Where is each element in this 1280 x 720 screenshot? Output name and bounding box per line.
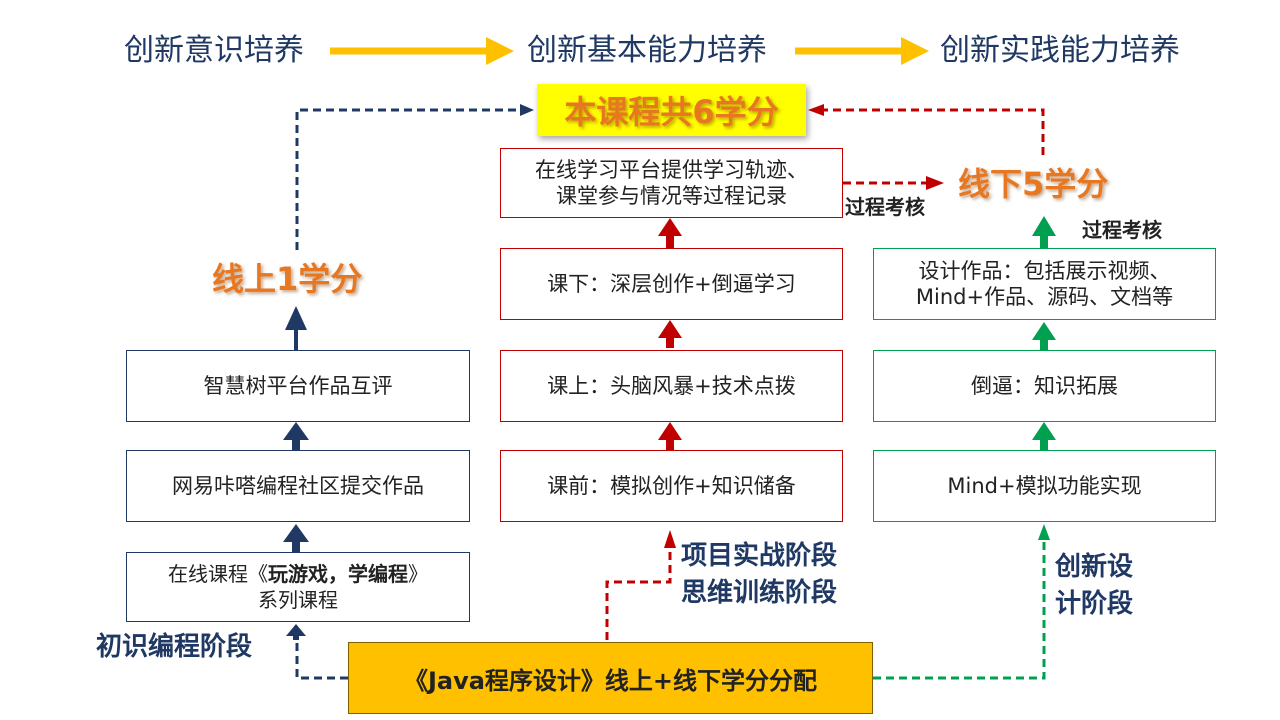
mid-box-before-class: 课前：模拟创作+知识储备 [500,450,843,522]
left-box-submit-work: 网易咔嗒编程社区提交作品 [126,450,470,522]
right-box-mind-plus-text: Mind+模拟功能实现 [947,474,1142,498]
left-box-submit-work-text: 网易咔嗒编程社区提交作品 [172,474,424,498]
online-to-total-connector [295,108,520,250]
mid-box-after-class: 课下：深层创作+倒逼学习 [500,248,843,320]
left-box-peer-review: 智慧树平台作品互评 [126,350,470,422]
bottom-to-left-connector [295,640,348,680]
flow-stage-1: 创新意识培养 [124,33,304,68]
right-box-design-work: 设计作品：包括展示视频、 Mind+作品、源码、文档等 [873,248,1216,320]
mid-box-learning-records-line1: 在线学习平台提供学习轨迹、 [535,158,808,182]
right-box-design-work-line2: Mind+作品、源码、文档等 [915,285,1174,309]
flow-stage-3: 创新实践能力培养 [940,33,1180,68]
course-prefix: 在线课程《 [168,562,268,586]
stage-initial-label: 初识编程阶段 [96,632,253,662]
process-eval-label-right: 过程考核 [1082,218,1162,242]
process-eval-label-mid: 过程考核 [845,195,925,219]
mid-box-after-class-text: 课下：深层创作+倒逼学习 [547,272,796,296]
bottom-to-mid-connector [605,545,672,640]
credit-allocation-text: 《Java程序设计》线上+线下学分分配 [403,666,818,695]
mid-box-learning-records-line2: 课堂参与情况等过程记录 [556,184,787,208]
left-arrows [283,306,309,640]
left-box-peer-review-text: 智慧树平台作品互评 [203,374,393,398]
mid-box-in-class: 课上：头脑风暴+技术点拨 [500,350,843,422]
right-box-knowledge-expand-text: 倒逼：知识拓展 [971,374,1118,398]
stage-project-label-1: 项目实战阶段 [681,541,838,571]
online-credit-label: 线上1学分 [212,260,363,298]
bottom-to-right-connector [873,540,1046,680]
mid-box-learning-records: 在线学习平台提供学习轨迹、 课堂参与情况等过程记录 [500,148,843,218]
left-box-online-course-line1: 在线课程《玩游戏，学编程》 [168,561,428,587]
mid-arrows [658,218,682,450]
mid-box-before-class-text: 课前：模拟创作+知识储备 [547,474,796,498]
course-suffix: 》 [408,562,428,586]
right-box-knowledge-expand: 倒逼：知识拓展 [873,350,1216,422]
total-credit-box: 本课程共6学分 [537,84,806,136]
offline-credit-label: 线下5学分 [958,165,1109,203]
right-arrows [1032,216,1056,450]
course-title: 玩游戏，学编程 [268,562,408,586]
flow-stage-2: 创新基本能力培养 [527,33,767,68]
right-box-design-work-line1: 设计作品：包括展示视频、 [918,259,1171,283]
stage-innovation-label-1: 创新设 [1055,552,1134,582]
left-box-online-course: 在线课程《玩游戏，学编程》 系列课程 [126,552,470,622]
right-box-mind-plus: Mind+模拟功能实现 [873,450,1216,522]
left-box-online-course-line2: 系列课程 [258,588,338,612]
stage-innovation-label-2: 计阶段 [1055,589,1134,619]
stage-project-label-2: 思维训练阶段 [681,578,838,608]
mid-box-in-class-text: 课上：头脑风暴+技术点拨 [547,374,796,398]
credit-allocation-box: 《Java程序设计》线上+线下学分分配 [348,642,873,714]
offline-to-total-connector [822,108,1045,155]
